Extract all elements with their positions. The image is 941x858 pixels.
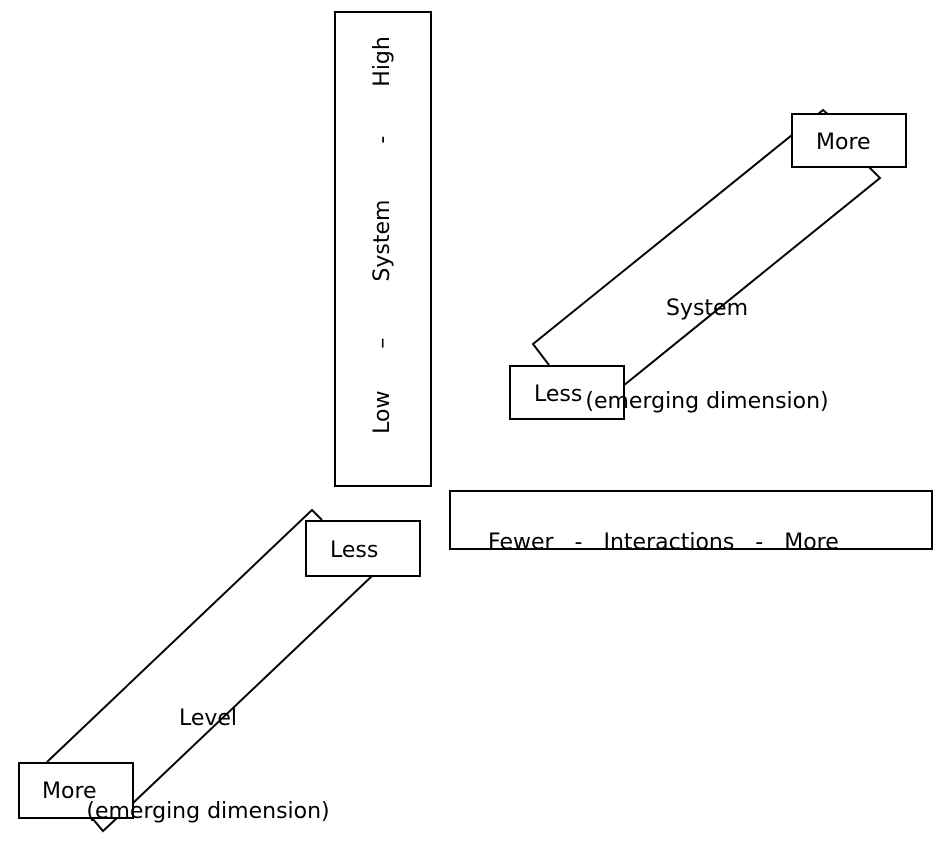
system-axis-box [334,11,432,487]
interactions-axis-sep1: - [574,530,583,555]
interactions-axis-box [449,490,933,550]
system-dimension-caption: System (emerging dimension) [557,231,857,448]
level-less-box [305,520,421,577]
level-dimension-upper-edge [46,508,323,763]
level-more-box [18,762,134,819]
system-axis-sep2: - [369,135,395,144]
interactions-axis-sep2: - [755,530,764,555]
interactions-axis-low: Fewer [488,530,554,555]
system-axis-low: Low [369,390,395,434]
level-dimension-lower-edge [131,575,373,805]
system-dimension-subtitle: (emerging dimension) [585,389,829,414]
system-axis-text: Low – System - High [334,11,431,486]
interactions-axis-label: Interactions [603,530,735,555]
system-less-label: Less [534,382,583,407]
level-less-label: Less [330,538,379,563]
level-dimension-bottom-cap [91,817,118,833]
system-dimension-lower-edge [622,163,882,387]
system-axis-high: High [369,35,395,87]
interactions-axis-text: Fewer - Interactions - More [474,510,839,554]
system-more-label: More [816,130,871,155]
system-axis-sep1: – [369,337,395,349]
interactions-axis-high: More [784,530,839,555]
system-dimension-title: System [665,296,749,321]
system-more-box [791,113,907,168]
level-dimension-title: Level [178,706,238,731]
system-less-box [509,365,625,420]
level-dimension-subtitle: (emerging dimension) [86,799,330,824]
system-axis-label: System [369,199,395,282]
level-more-label: More [42,779,97,804]
level-dimension-caption: Level (emerging dimension) [58,641,358,858]
